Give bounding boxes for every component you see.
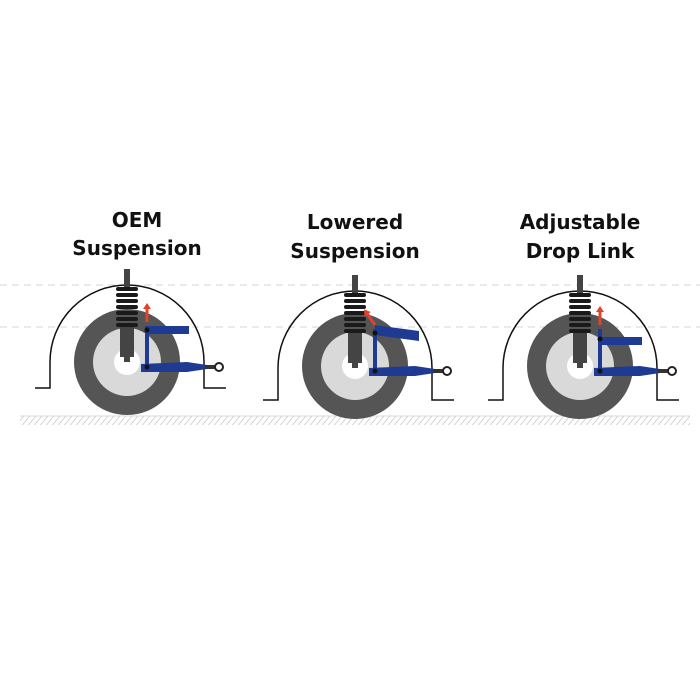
bushing-eye [667, 366, 677, 376]
lower-control-arm [141, 362, 207, 372]
lower-control-arm [594, 366, 660, 376]
strut-body [573, 329, 587, 363]
bushing-eye [214, 362, 224, 372]
panel-title-line1: OEM [112, 208, 163, 232]
strut-base [352, 363, 358, 368]
drop-link-vertical [598, 329, 602, 371]
bushing-eye [442, 366, 452, 376]
strut-rod [577, 275, 583, 295]
pivot-dot [144, 327, 150, 333]
lower-control-arm [369, 366, 435, 376]
sway-bar-arm [147, 326, 189, 334]
coil-spring [344, 293, 366, 333]
panel-title-line1: Lowered [307, 210, 403, 234]
panel-title-line1: Adjustable [520, 210, 641, 234]
lower-arm-end [658, 369, 670, 373]
upward-arrow-icon [143, 303, 151, 322]
panel-oem: OEM Suspension [35, 208, 226, 415]
pivot-dot [597, 368, 603, 374]
pivot-dot [144, 364, 150, 370]
coil-spring [116, 287, 138, 327]
ground-hatch [20, 416, 690, 425]
strut-base [577, 363, 583, 368]
strut-rod [352, 275, 358, 295]
panel-title-line2: Suspension [72, 236, 201, 260]
drop-link-vertical [373, 329, 377, 371]
lower-arm-end [205, 365, 217, 369]
upward-arrow-icon [364, 309, 377, 326]
coil-spring [569, 293, 591, 333]
panel-title-line2: Drop Link [526, 239, 635, 263]
upward-arrow-icon [596, 306, 604, 325]
strut-body [348, 329, 362, 363]
strut-body [120, 323, 134, 357]
panel-title-line2: Suspension [290, 239, 419, 263]
sway-bar-arm [600, 337, 642, 345]
strut-rod [124, 269, 130, 289]
pivot-dot [597, 336, 603, 342]
pivot-dot [372, 368, 378, 374]
drop-link-vertical [145, 326, 149, 367]
pivot-dot [372, 330, 378, 336]
lower-arm-end [433, 369, 445, 373]
sway-bar-arm [375, 325, 419, 341]
strut-base [124, 357, 130, 362]
